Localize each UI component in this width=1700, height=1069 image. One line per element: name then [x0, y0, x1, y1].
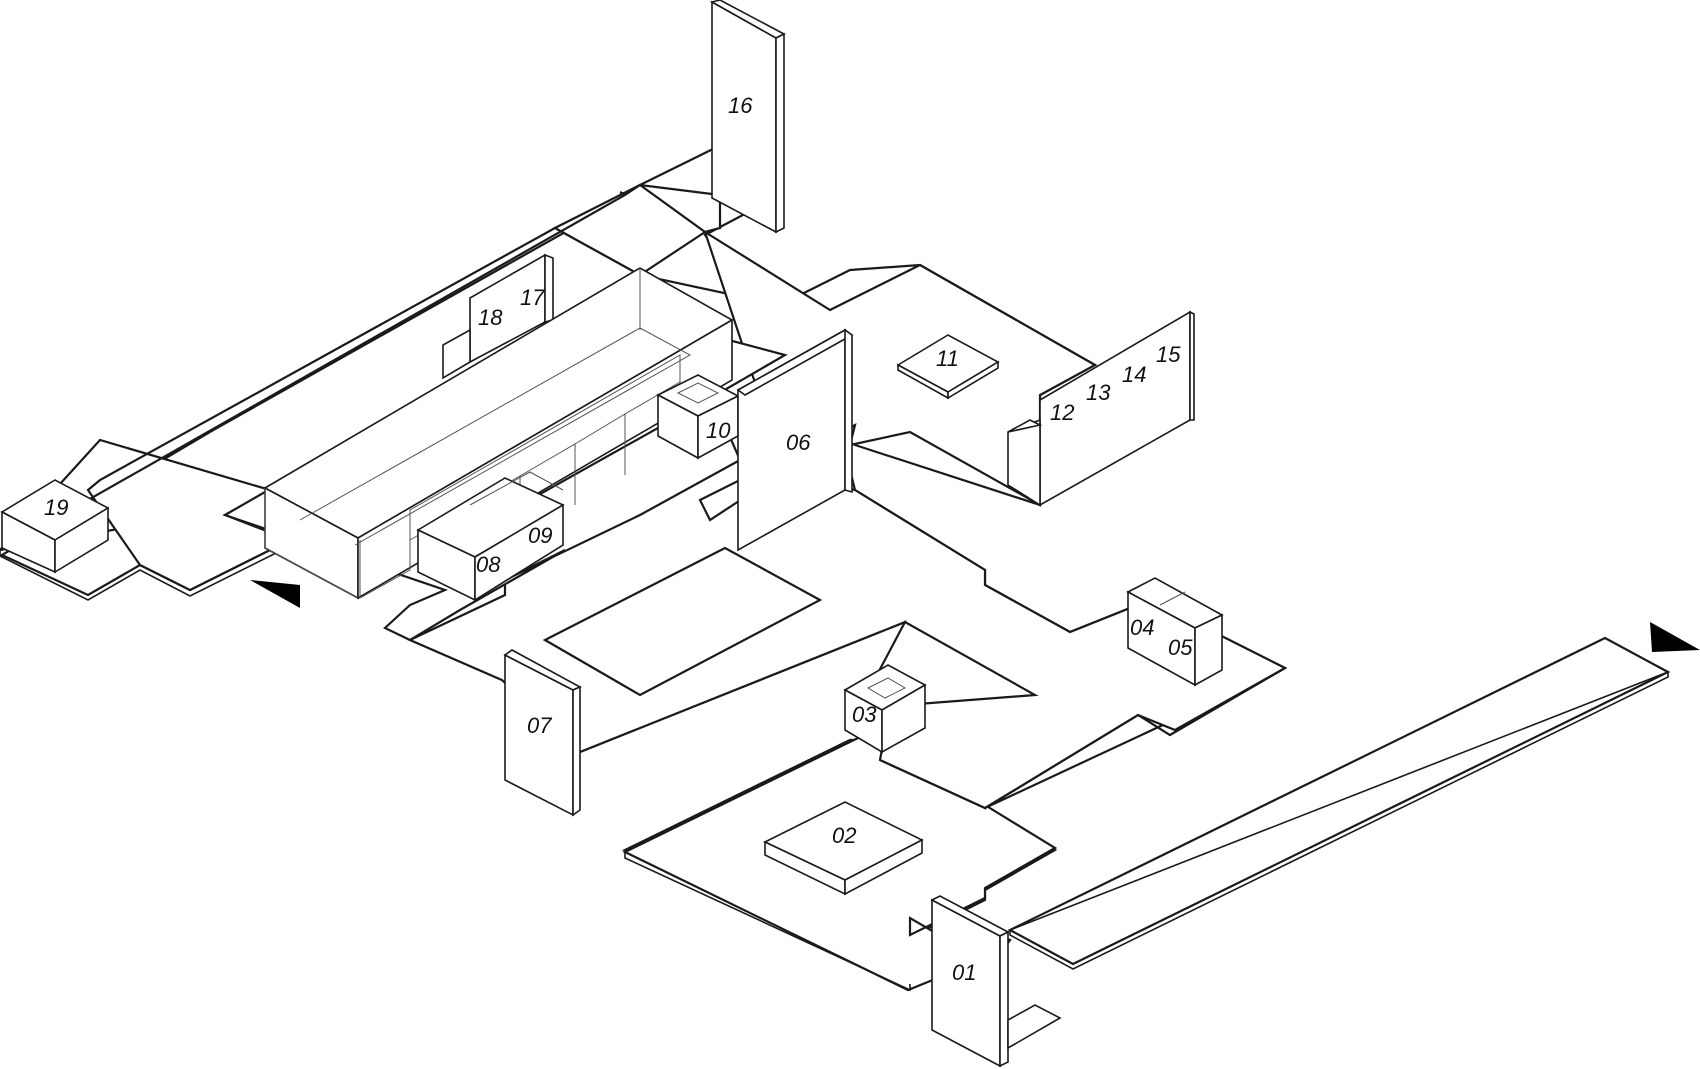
- label-05: 05: [1168, 635, 1193, 660]
- label-11: 11: [936, 346, 959, 371]
- label-18: 18: [478, 305, 503, 330]
- label-13: 13: [1086, 380, 1111, 405]
- label-10: 10: [706, 418, 731, 443]
- label-16: 16: [728, 93, 753, 118]
- label-08: 08: [476, 552, 501, 577]
- wall-16: [709, 0, 786, 234]
- box-03: [843, 664, 927, 754]
- wall-06: [736, 328, 854, 552]
- label-03: 03: [852, 702, 877, 727]
- exit-arrow-icon: [1650, 622, 1700, 652]
- box-08-09: [416, 471, 565, 602]
- label-19: 19: [44, 495, 68, 520]
- label-17: 17: [520, 285, 545, 310]
- floor-corridor-south-east: [1007, 636, 1671, 970]
- box-19: [0, 479, 110, 574]
- label-04: 04: [1130, 615, 1154, 640]
- label-07: 07: [527, 713, 552, 738]
- label-01: 01: [952, 960, 976, 985]
- wall-12-15: [1007, 310, 1195, 507]
- entrance-arrow-icon: [250, 580, 300, 608]
- label-12: 12: [1050, 400, 1074, 425]
- label-02: 02: [832, 823, 856, 848]
- wall-07: [503, 649, 582, 817]
- label-15: 15: [1156, 342, 1181, 367]
- label-06: 06: [786, 430, 811, 455]
- box-04-05: [1126, 577, 1224, 687]
- label-09: 09: [528, 523, 552, 548]
- label-14: 14: [1122, 362, 1146, 387]
- platform-02: [763, 801, 924, 896]
- wall-01: [930, 895, 1062, 1068]
- platform-11: [896, 334, 1000, 400]
